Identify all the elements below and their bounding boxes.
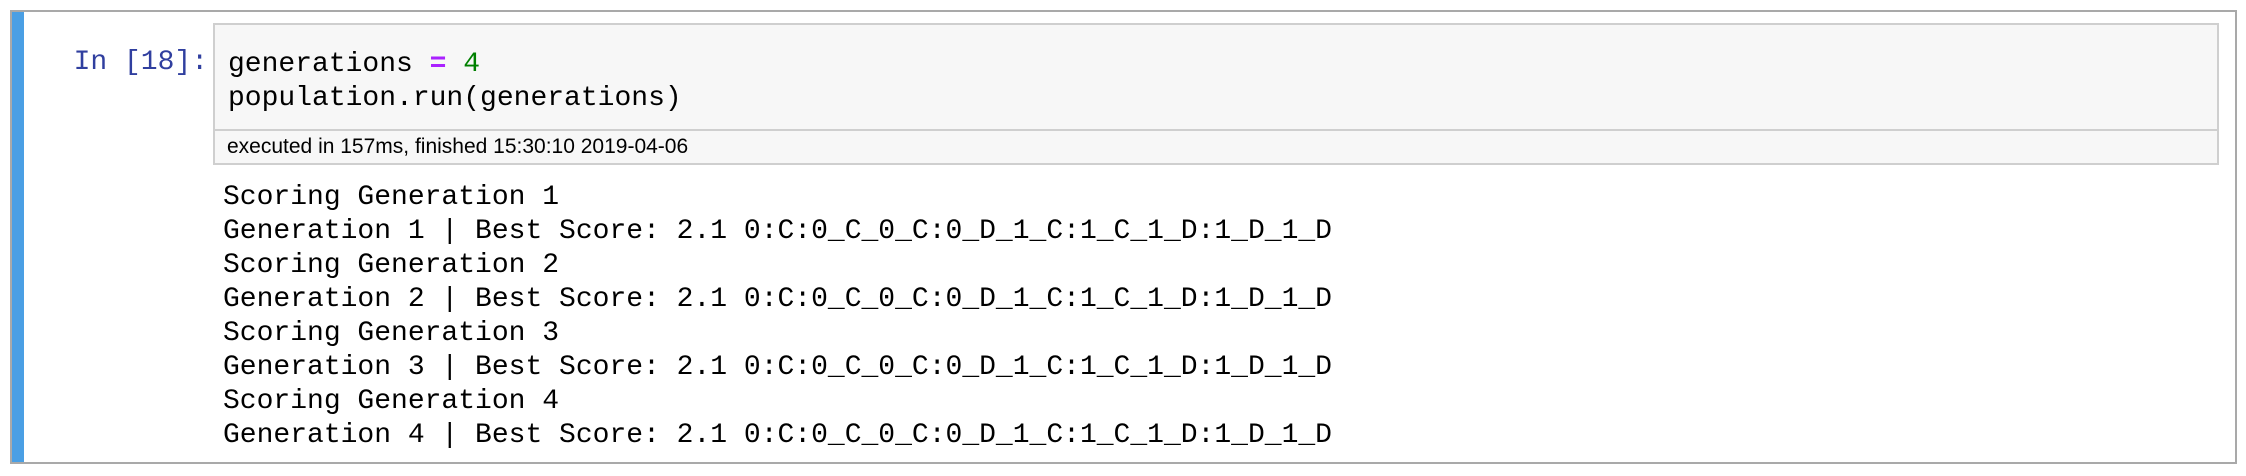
- code-line-2: population.run(generations): [228, 83, 682, 114]
- execution-info: executed in 157ms, finished 15:30:10 201…: [215, 129, 2217, 163]
- code-editor[interactable]: generations = 4 population.run(generatio…: [228, 48, 682, 116]
- output-line: Generation 2 | Best Score: 2.1 0:C:0_C_0…: [223, 284, 1332, 315]
- output-line: Scoring Generation 4: [223, 386, 560, 417]
- input-prompt: In [18]:: [73, 47, 208, 78]
- output-line: Generation 1 | Best Score: 2.1 0:C:0_C_0…: [223, 216, 1332, 247]
- output-line: Scoring Generation 1: [223, 182, 560, 213]
- code-variable: generations: [228, 49, 413, 80]
- cell-selection-indicator: [12, 12, 24, 462]
- output-line: Scoring Generation 3: [223, 318, 560, 349]
- code-input-area[interactable]: generations = 4 population.run(generatio…: [213, 23, 2219, 165]
- code-line-1: generations = 4: [228, 49, 480, 80]
- output-line: Generation 3 | Best Score: 2.1 0:C:0_C_0…: [223, 352, 1332, 383]
- output-line: Scoring Generation 2: [223, 250, 560, 281]
- notebook-cell[interactable]: In [18]: generations = 4 population.run(…: [10, 10, 2237, 464]
- code-number: 4: [463, 49, 481, 80]
- output-line: Generation 4 | Best Score: 2.1 0:C:0_C_0…: [223, 420, 1332, 451]
- cell-output: Scoring Generation 1 Generation 1 | Best…: [223, 181, 1332, 453]
- code-operator: =: [429, 49, 447, 80]
